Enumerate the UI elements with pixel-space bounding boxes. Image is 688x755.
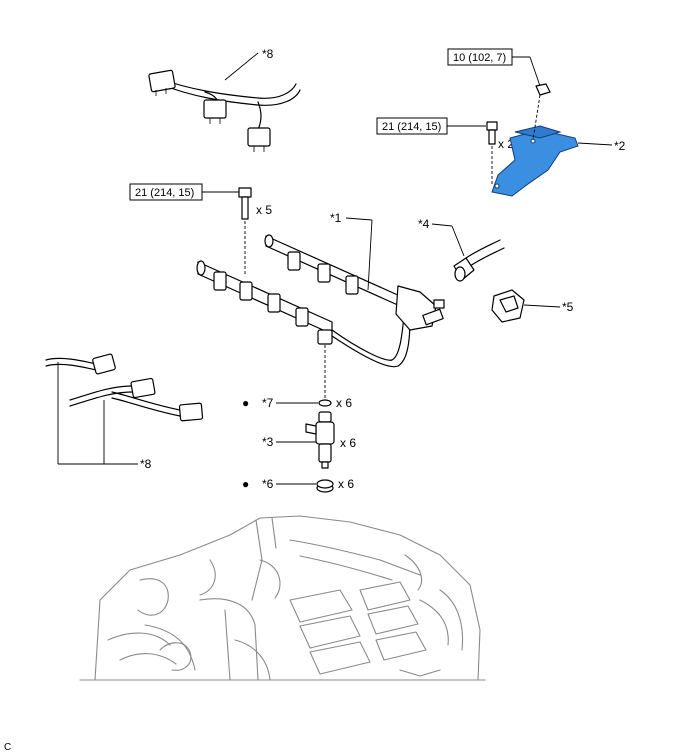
callout-5: *5 <box>562 300 574 314</box>
callout-7: *7 <box>262 396 274 410</box>
callout-6: *6 <box>262 477 274 491</box>
qty-insulator: x 6 <box>338 477 354 491</box>
svg-text:10 (102, 7): 10 (102, 7) <box>453 52 506 64</box>
wire-harness-left <box>45 353 204 465</box>
fuel-injector <box>276 411 335 469</box>
figure-code: C <box>4 742 11 753</box>
fuel-pipe-bracket <box>491 125 613 197</box>
fuel-hose <box>431 223 505 282</box>
engine-cylinder-head-outline <box>79 515 486 681</box>
callout-1: *1 <box>330 211 342 225</box>
bullet-6: ● <box>242 477 249 491</box>
wire-harness-top <box>148 52 301 152</box>
fuel-tube-clip <box>491 289 561 323</box>
fuel-delivery-pipe <box>196 217 445 368</box>
injector-insulator <box>276 479 334 493</box>
qty-injector: x 6 <box>340 436 356 450</box>
bullet-7: ● <box>242 396 249 410</box>
nut <box>535 83 551 96</box>
callout-4: *4 <box>418 217 430 231</box>
fuel-rail-bolt <box>238 187 252 275</box>
callout-8-left: *8 <box>140 457 152 471</box>
callout-3: *3 <box>262 435 274 449</box>
bracket-bolt <box>486 121 498 186</box>
qty-rail-bolt: x 5 <box>256 203 272 217</box>
callout-2: *2 <box>614 139 626 153</box>
torque-box-middle-right: 21 (214, 15) <box>376 117 486 135</box>
torque-box-top-right: 10 (102, 7) <box>447 48 541 87</box>
svg-text:21 (214, 15): 21 (214, 15) <box>135 187 194 199</box>
torque-box-left: 21 (214, 15) <box>129 183 240 201</box>
svg-text:21 (214, 15): 21 (214, 15) <box>382 121 441 133</box>
o-ring <box>276 399 332 407</box>
callout-8-top: *8 <box>262 47 274 61</box>
qty-o-ring: x 6 <box>336 396 352 410</box>
